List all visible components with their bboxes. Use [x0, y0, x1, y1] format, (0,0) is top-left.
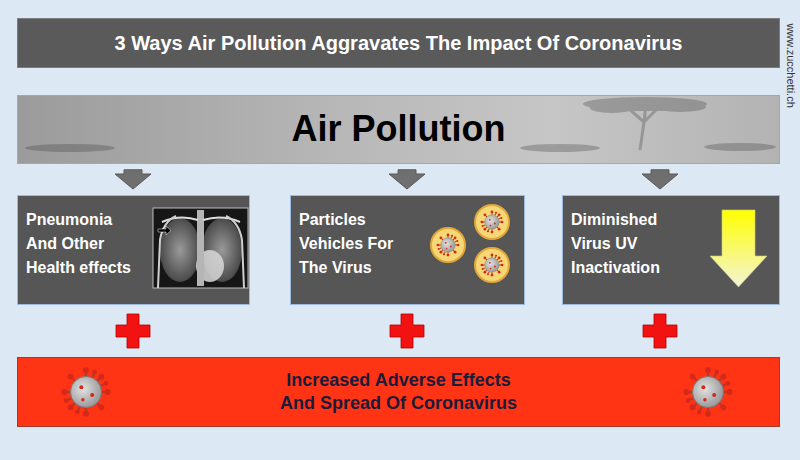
box-text: Diminished Virus UV Inactivation — [571, 208, 696, 280]
band-text: Air Pollution — [292, 106, 506, 153]
box-text: Particles Vehicles For The Virus — [299, 208, 409, 280]
band-text: Increased Adverse Effects And Spread Of … — [274, 369, 524, 416]
block-arrow — [115, 170, 151, 189]
result-band: Increased Adverse Effects And Spread Of … — [17, 357, 780, 427]
plus-sign — [116, 314, 677, 348]
xray-image — [153, 208, 248, 288]
block-arrow — [389, 170, 425, 189]
block-arrow — [642, 170, 678, 189]
title-text: 3 Ways Air Pollution Aggravates The Impa… — [115, 32, 683, 55]
watermark: www.zucchetti.ch — [783, 24, 796, 108]
title-bar: 3 Ways Air Pollution Aggravates The Impa… — [17, 18, 780, 68]
box-text: Pneumonia And Other Health effects — [26, 208, 144, 280]
